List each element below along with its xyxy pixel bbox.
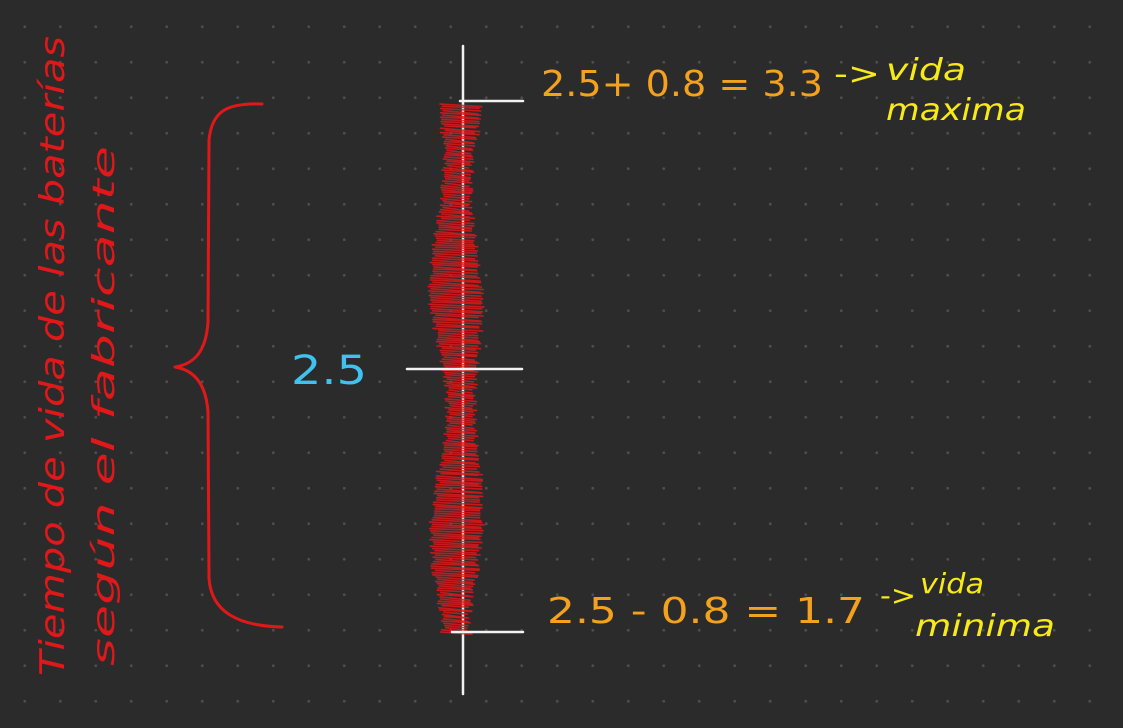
curly-brace: [173, 102, 284, 629]
side-text-line2: según el fabricante: [87, 146, 122, 666]
side-text-line1: Tiempo de vida de las baterías: [33, 36, 73, 676]
lower-arrow: ->: [880, 579, 916, 612]
scribble-strokes: [427, 103, 485, 635]
side-annotation: Tiempo de vida de las baterías según el …: [33, 36, 122, 676]
red-scribble-band: [427, 103, 485, 635]
upper-formula: 2.5+ 0.8 = 3.3: [541, 64, 823, 105]
lower-formula: 2.5 - 0.8 = 1.7: [547, 591, 865, 632]
upper-note-line2: maxima: [886, 93, 1026, 128]
upper-note-line1: vida: [886, 53, 966, 88]
lower-note-line1: vida: [920, 567, 984, 600]
center-value-label: 2.5: [291, 348, 367, 394]
upper-arrow: ->: [834, 57, 880, 92]
lower-note-line2: minima: [915, 609, 1055, 644]
